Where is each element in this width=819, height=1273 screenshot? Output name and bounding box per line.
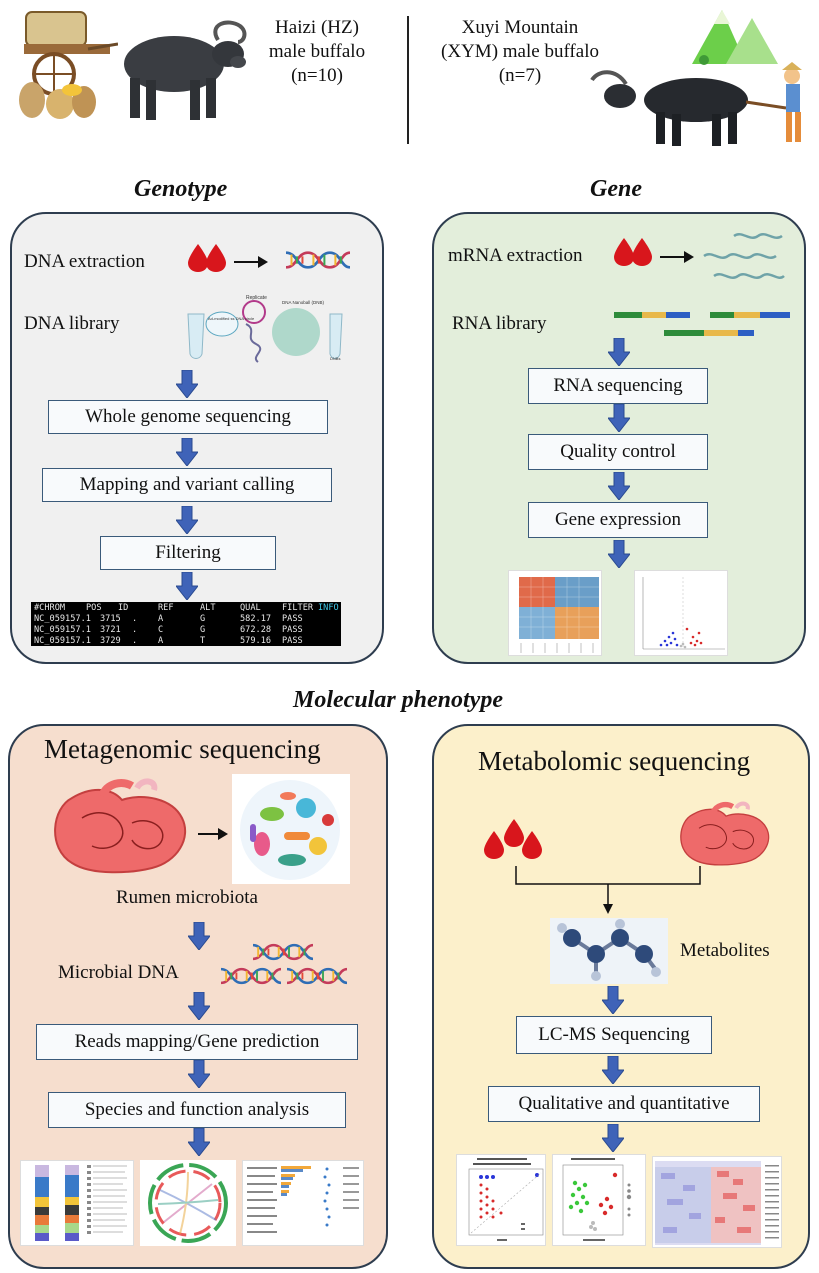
vcf-header-row: #CHROM POS ID REF ALT QUAL FILTER INFO <box>34 603 339 613</box>
rna-library-fragments-icon <box>614 312 790 336</box>
dna-library-diagram: Replicate Ad-modified ss DNA circle DNA … <box>184 294 344 364</box>
merge-connector <box>515 866 701 914</box>
flow-arrow-icon <box>176 506 198 534</box>
taxonomy-bar-chart-thumbnail <box>20 1160 134 1246</box>
flow-arrow-icon <box>602 1056 624 1084</box>
dnb-label: DNA Nanoball (DNB) <box>282 300 325 305</box>
xym-buffalo-illustration <box>586 62 816 148</box>
microbial-dna-label: Microbial DNA <box>58 962 179 983</box>
blood-drops-icon <box>614 238 652 266</box>
genotype-panel <box>10 212 384 664</box>
rna-library-label: RNA library <box>452 313 547 334</box>
lc-ms-sequencing-box: LC-MS Sequencing <box>516 1016 712 1054</box>
flow-arrow-icon <box>176 572 198 600</box>
flow-arrow-icon <box>188 992 210 1020</box>
arrow-right-icon <box>234 256 268 268</box>
microbiota-illustration <box>232 774 350 884</box>
species-function-analysis-box: Species and function analysis <box>48 1092 346 1128</box>
flow-arrow-icon <box>188 1128 210 1156</box>
whole-genome-sequencing-box: Whole genome sequencing <box>48 400 328 434</box>
circos-plot-thumbnail <box>140 1160 236 1246</box>
ss-dna-label: Ad-modified ss DNA circle <box>208 316 255 321</box>
flow-arrow-icon <box>608 404 630 432</box>
rna-sequencing-box: RNA sequencing <box>528 368 708 404</box>
qualitative-quantitative-box: Qualitative and quantitative <box>488 1086 760 1122</box>
cart-illustration <box>18 4 119 120</box>
gene-heading: Gene <box>590 176 642 202</box>
vcf-data-row: NC_059157.1 3715 . A G 582.17 PASS <box>34 614 303 624</box>
blood-drops-icon <box>188 244 226 272</box>
flow-arrow-icon <box>608 472 630 500</box>
flow-arrow-icon <box>176 438 198 466</box>
flow-arrow-icon <box>608 540 630 568</box>
blood-drops-icon <box>484 819 542 859</box>
volcano-plot-thumbnail <box>634 570 728 656</box>
dna-helix-icon <box>286 967 348 985</box>
dna-helix-icon <box>286 251 350 269</box>
dna-helix-icon <box>220 967 282 985</box>
metabolites-label: Metabolites <box>680 940 770 961</box>
mrna-extraction-label: mRNA extraction <box>448 245 583 266</box>
opls-da-plot-thumbnail <box>456 1154 546 1246</box>
metabolite-volcano-thumbnail <box>552 1154 646 1246</box>
hz-buffalo-illustration <box>112 18 252 124</box>
vcf-output-table: #CHROM POS ID REF ALT QUAL FILTER INFO N… <box>31 602 341 646</box>
genotype-heading: Genotype <box>134 176 228 202</box>
mrna-strands-icon <box>703 233 785 279</box>
expression-heatmap-thumbnail <box>508 570 602 656</box>
rumen-icon <box>672 800 780 870</box>
gene-expression-box: Gene expression <box>528 502 708 538</box>
flow-arrow-icon <box>176 370 198 398</box>
replicate-label: Replicate <box>246 295 267 301</box>
mountain-illustration <box>688 4 780 68</box>
flow-arrow-icon <box>602 986 624 1014</box>
quality-control-box: Quality control <box>528 434 708 470</box>
flow-arrow-icon <box>188 922 210 950</box>
dna-helix-icon <box>252 943 314 961</box>
arrow-right-icon <box>660 251 694 263</box>
flow-arrow-icon <box>608 338 630 366</box>
flow-arrow-icon <box>602 1124 624 1152</box>
rumen-icon <box>42 778 202 878</box>
reads-mapping-box: Reads mapping/Gene prediction <box>36 1024 358 1060</box>
filtering-box: Filtering <box>100 536 276 570</box>
vcf-data-row: NC_059157.1 3729 . A T 579.16 PASS <box>34 636 303 646</box>
arrow-right-icon <box>198 828 228 840</box>
function-comparison-thumbnail <box>242 1160 364 1246</box>
rumen-microbiota-label: Rumen microbiota <box>116 887 258 908</box>
xym-group-label: Xuyi Mountain (XYM) male buffalo (n=7) <box>441 17 599 86</box>
mapping-variant-calling-box: Mapping and variant calling <box>42 468 332 502</box>
molecule-illustration <box>550 918 668 984</box>
hz-group-label: Haizi (HZ) male buffalo (n=10) <box>268 17 366 86</box>
dnbs-label: DNBs <box>330 356 340 361</box>
header-divider <box>407 16 409 144</box>
dna-library-label: DNA library <box>24 313 120 334</box>
metabolite-heatmap-thumbnail <box>652 1156 782 1248</box>
flow-arrow-icon <box>188 1060 210 1088</box>
vcf-data-row: NC_059157.1 3721 . C G 672.28 PASS <box>34 625 303 635</box>
metabolomic-title: Metabolomic sequencing <box>478 746 751 776</box>
metagenomic-title: Metagenomic sequencing <box>44 734 321 764</box>
dna-extraction-label: DNA extraction <box>24 251 145 272</box>
molecular-phenotype-heading: Molecular phenotype <box>293 687 503 713</box>
